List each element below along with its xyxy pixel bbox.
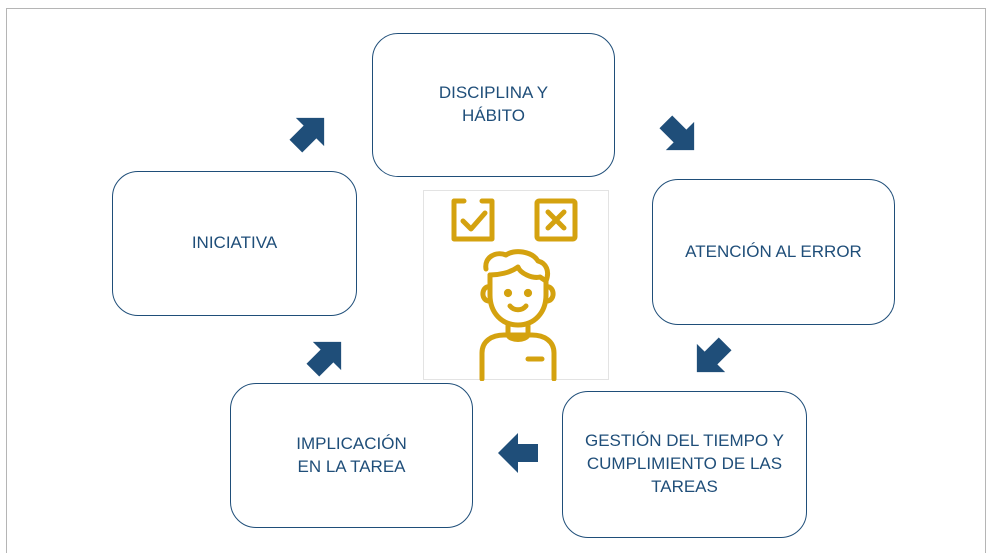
node-atencion: ATENCIÓN AL ERROR [652,179,895,325]
slide-frame [6,8,986,553]
node-iniciativa: INICIATIVA [112,171,357,316]
node-disciplina-label: DISCIPLINA Y HÁBITO [438,83,549,125]
person-checklist-icon [451,198,578,382]
center-illustration [423,190,609,382]
node-gestion-label: GESTIÓN DEL TIEMPO Y CUMPLIMIENTO DE LAS… [584,431,784,496]
arrow-disciplina-to-atencion-icon [659,115,695,151]
node-disciplina: DISCIPLINA Y HÁBITO [372,33,615,177]
arrow-iniciativa-to-disciplina-icon [289,117,325,153]
node-implicacion-label: IMPLICACIÓN EN LA TAREA [296,433,407,476]
node-iniciativa-label: INICIATIVA [191,233,278,253]
arrow-atencion-to-gestion-icon [696,337,732,373]
node-implicacion: IMPLICACIÓN EN LA TAREA [230,383,473,528]
arrow-gestion-to-implicacion-icon [498,433,538,473]
arrow-implicacion-to-iniciativa-icon [306,341,342,377]
node-gestion: GESTIÓN DEL TIEMPO Y CUMPLIMIENTO DE LAS… [562,391,807,538]
node-atencion-label: ATENCIÓN AL ERROR [685,241,862,261]
